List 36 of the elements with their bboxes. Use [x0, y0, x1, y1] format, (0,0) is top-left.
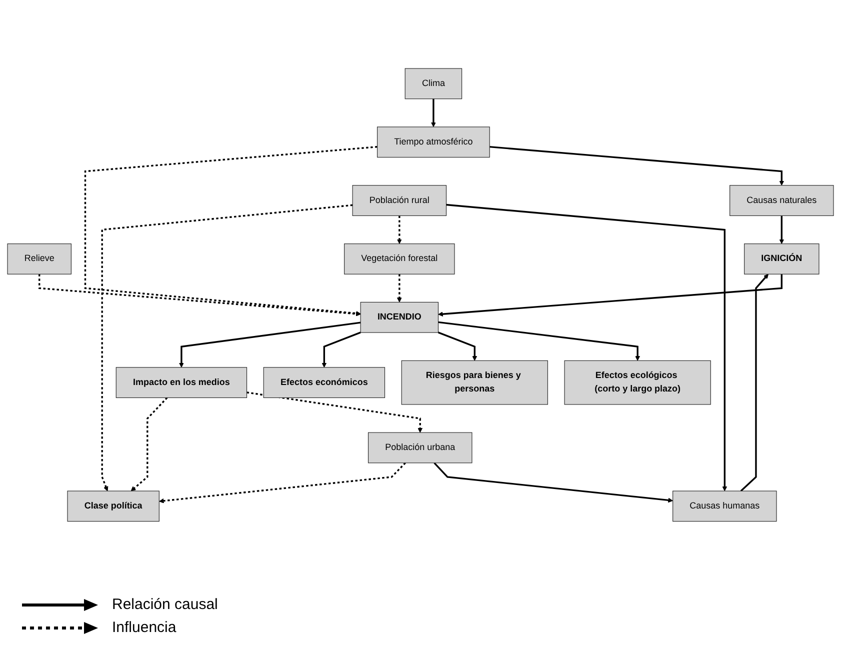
node-box: Causas humanas [672, 490, 777, 522]
node-box: Riesgos para bienes y personas [401, 360, 548, 405]
arrow [434, 462, 674, 503]
arrow [246, 392, 423, 433]
node-box: Causas naturales [730, 185, 834, 216]
legend-label: Influencia [112, 619, 176, 636]
arrow [130, 397, 168, 492]
node-box: IGNICIÓN [744, 244, 820, 274]
arrow [740, 274, 769, 492]
arrow [178, 322, 361, 368]
arrow [438, 321, 640, 361]
node-box: Efectos económicos [263, 367, 386, 398]
node-box: Población urbana [368, 432, 472, 464]
node-box: Vegetación forestal [344, 244, 455, 274]
node-box: Efectos ecológicos (corto y largo plazo) [564, 360, 711, 405]
arrow [158, 462, 406, 504]
arrow [38, 274, 361, 316]
node-box: Clase política [67, 490, 160, 522]
node-box: Tiempo atmosférico [377, 126, 490, 158]
node-box: INCENDIO [360, 302, 439, 333]
arrow [779, 216, 784, 244]
arrow [322, 332, 361, 368]
arrow [438, 274, 782, 317]
node-box: Relieve [7, 244, 72, 274]
arrow [490, 146, 784, 186]
arrow [396, 216, 402, 244]
arrow [446, 204, 728, 492]
arrow [430, 98, 436, 128]
node-box: Impacto en los medios [116, 367, 248, 398]
legend-label: Relación causal [112, 596, 218, 613]
arrow [396, 274, 402, 303]
arrow [101, 204, 353, 492]
arrow [84, 146, 378, 316]
arrow [438, 332, 478, 361]
node-box: Población rural [352, 185, 447, 216]
node-box: Clima [404, 68, 462, 100]
